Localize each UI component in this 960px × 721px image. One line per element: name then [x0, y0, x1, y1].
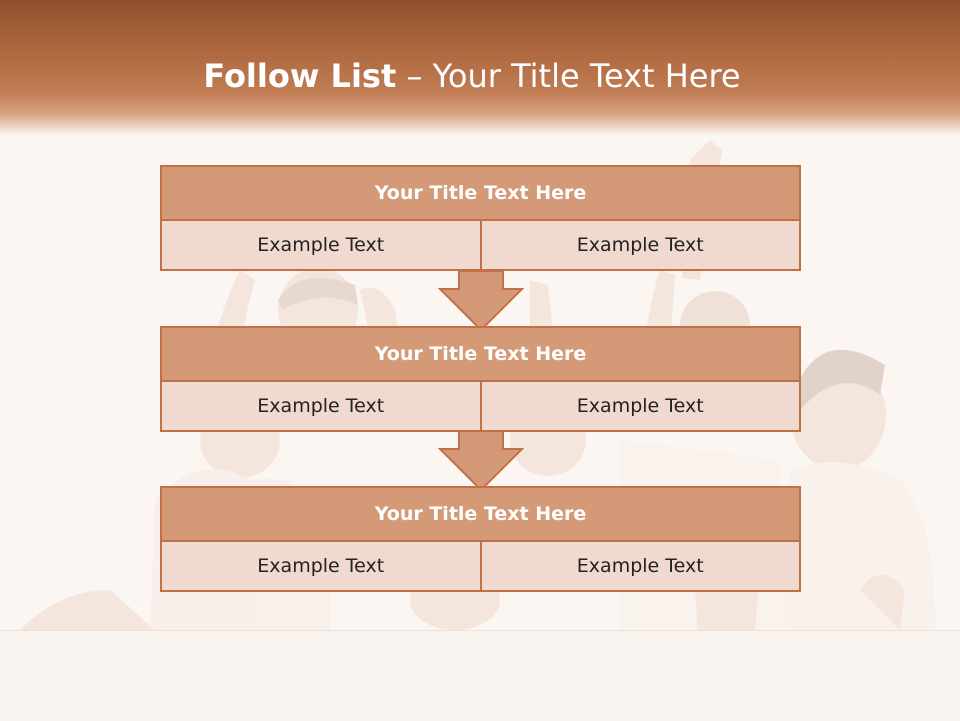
- step-cell-right: Example Text: [481, 382, 801, 432]
- slide-title: Follow List – Your Title Text Here: [0, 54, 944, 98]
- step-box-2: Your Title Text Here Example Text Exampl…: [160, 326, 801, 432]
- step-title: Your Title Text Here: [160, 486, 801, 542]
- step-title: Your Title Text Here: [160, 165, 801, 221]
- title-rest: – Your Title Text Here: [396, 57, 741, 95]
- step-row: Example Text Example Text: [160, 382, 801, 432]
- step-title: Your Title Text Here: [160, 326, 801, 382]
- step-cell-left: Example Text: [160, 542, 482, 592]
- arrow-down-icon: [438, 270, 524, 332]
- title-bold: Follow List: [203, 57, 397, 95]
- step-cell-right: Example Text: [481, 542, 801, 592]
- step-box-3: Your Title Text Here Example Text Exampl…: [160, 486, 801, 592]
- step-row: Example Text Example Text: [160, 542, 801, 592]
- step-box-1: Your Title Text Here Example Text Exampl…: [160, 165, 801, 271]
- step-cell-left: Example Text: [160, 382, 482, 432]
- header-banner: Follow List – Your Title Text Here: [0, 0, 960, 135]
- step-row: Example Text Example Text: [160, 221, 801, 271]
- arrow-down-icon: [438, 430, 524, 492]
- white-board: [0, 630, 960, 721]
- step-cell-right: Example Text: [481, 221, 801, 271]
- step-cell-left: Example Text: [160, 221, 482, 271]
